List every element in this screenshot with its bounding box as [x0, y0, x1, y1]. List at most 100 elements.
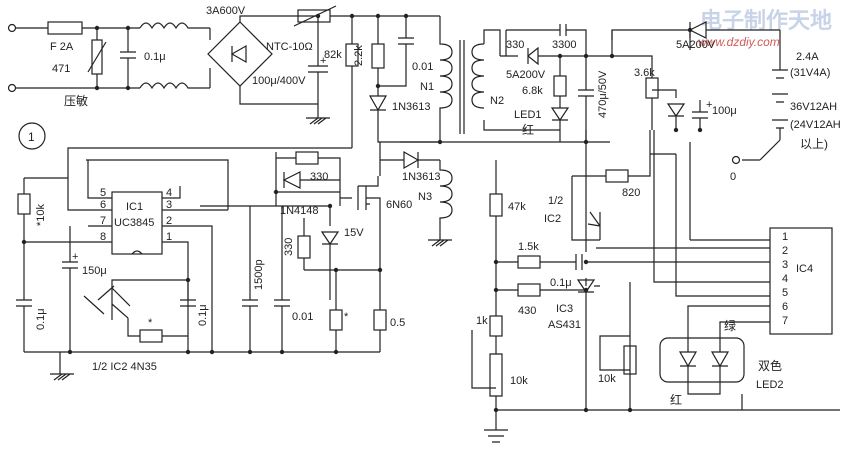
circle-number-badge: [18, 122, 46, 150]
label-c01-ic3: 0.1μ: [550, 277, 572, 289]
mosfet-section: [67, 147, 387, 352]
label-r05: 0.5: [390, 317, 405, 329]
label-n2: N2: [490, 95, 504, 107]
label-r-star: *: [344, 311, 349, 323]
label-c01-mid: 0.1μ: [197, 304, 209, 326]
label-ic3-part: AS431: [548, 319, 581, 331]
label-r10k-star: *10k: [35, 203, 47, 226]
junctions: [21, 13, 703, 413]
label-zero: 0: [730, 171, 736, 183]
label-r330-n2: 330: [506, 39, 524, 51]
label-out-v4: (24V12AH: [790, 119, 841, 131]
resistor-430: [517, 283, 541, 297]
output-section: +: [611, 21, 788, 165]
resistor-10k-star: [17, 193, 31, 215]
ic1-pin-1: 1: [166, 231, 172, 243]
resistor-0.5: [373, 309, 387, 331]
label-led2: LED2: [756, 379, 784, 391]
feedback-section: [471, 130, 840, 443]
resistor-47k: [489, 193, 503, 217]
label-led2-cn: 双色: [758, 359, 782, 373]
label-c001-top: 0.01: [412, 61, 433, 73]
ic4-pin-3: 3: [782, 259, 788, 271]
label-out-v2: (31V4A): [790, 67, 830, 79]
label-ic2-name: IC2: [544, 213, 561, 225]
label-d5a200-n2: 5A200V: [506, 69, 546, 81]
label-led2-red: 红: [670, 392, 682, 407]
label-c001-low: 0.01: [292, 311, 313, 323]
label-ntc: NTC-10Ω: [266, 41, 313, 53]
resistor-star: [329, 309, 343, 331]
label-varistor-cn: 压敏: [64, 93, 88, 108]
ic4-pin-1: 1: [782, 231, 788, 243]
label-d-top: 1N3613: [392, 101, 431, 113]
label-d-n3: 1N3613: [402, 171, 441, 183]
label-r36k: 3.6k: [634, 67, 655, 79]
label-r820: 820: [622, 187, 640, 199]
ic4-pin-4: 4: [782, 273, 788, 285]
ic1-pin-5: 5: [100, 187, 106, 199]
label-led1: LED1: [514, 109, 542, 121]
resistor-82k: [345, 43, 359, 67]
ic1: +: [16, 159, 380, 381]
ic1-pin-4: 4: [166, 187, 172, 199]
label-varistor: 471: [52, 63, 70, 75]
watermark-url: www.dzdiy.com: [698, 35, 780, 49]
label-ic2-half: 1/2: [548, 195, 563, 207]
label-pot10k-b: 10k: [598, 373, 616, 385]
label-fuse: F 2A: [50, 41, 74, 53]
resistor-2.2k: [371, 43, 385, 69]
label-led2-green: 绿: [724, 318, 736, 333]
ic4-body: [769, 227, 833, 335]
label-bridge: 3A600V: [206, 5, 246, 17]
label-ic1-name: IC1: [126, 201, 143, 213]
resistor-star-2: [139, 329, 163, 343]
label-zener15: 15V: [344, 227, 364, 239]
label-c150: 150μ: [82, 265, 107, 277]
svg-text:+: +: [706, 99, 712, 111]
label-ic1-part: UC3845: [114, 217, 154, 229]
label-led1-cn: 红: [522, 122, 534, 137]
label-pot10k-a: 10k: [510, 375, 528, 387]
label-mosfet: 6N60: [386, 199, 412, 211]
ic1-pin-6: 6: [100, 199, 106, 211]
resistor-3.6k: [645, 77, 659, 99]
resistor-1k: [489, 315, 503, 337]
label-cap-in: 0.1μ: [144, 51, 166, 63]
ic1-pin-3: 3: [166, 199, 172, 211]
label-r1k: 1k: [476, 315, 488, 327]
ic1-pin-2: 2: [166, 215, 172, 227]
led2-box: [659, 337, 745, 383]
label-out-v1: 2.4A: [796, 51, 819, 63]
label-r-star2: *: [148, 317, 153, 329]
resistor-330-v: [297, 235, 311, 259]
ic1-pin-8: 8: [100, 231, 106, 243]
label-r82k: 82k: [324, 49, 342, 61]
primary-snubber: [345, 16, 465, 247]
ac-input-section: +: [7, 5, 440, 125]
label-r15k: 1.5k: [518, 241, 539, 253]
label-c1500: 1500p: [253, 259, 265, 290]
label-ic3-name: IC3: [556, 303, 573, 315]
secondary-n2: [400, 24, 690, 143]
label-c470: 470μ/50V: [597, 70, 609, 118]
ic1-body: [111, 191, 163, 255]
ic4-pin-5: 5: [782, 287, 788, 299]
circle-number: 1: [28, 130, 35, 144]
label-r68k: 6.8k: [522, 85, 543, 97]
fuse: [47, 21, 83, 35]
resistor-6.8k: [553, 75, 567, 97]
resistor-1.5k: [517, 255, 541, 269]
label-out-v3: 36V12AH: [790, 101, 837, 113]
ic1-pin-7: 7: [100, 215, 106, 227]
label-n3: N3: [418, 191, 432, 203]
label-r330-v: 330: [283, 238, 295, 256]
label-n1: N1: [420, 81, 434, 93]
label-ic4-name: IC4: [796, 263, 813, 275]
label-r430: 430: [518, 305, 536, 317]
label-r22k: 2.2k: [353, 45, 365, 66]
ic4-pin-6: 6: [782, 301, 788, 313]
label-d-gate: 1N4148: [280, 205, 319, 217]
ic4-pin-7: 7: [782, 315, 788, 327]
